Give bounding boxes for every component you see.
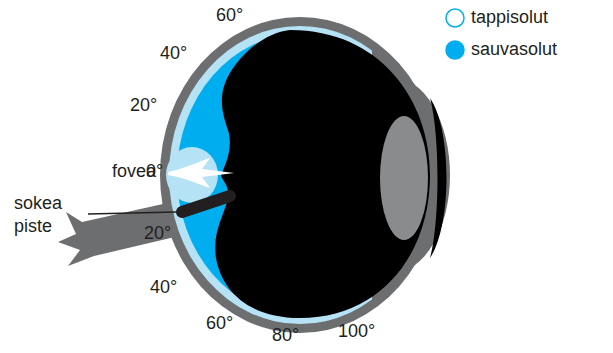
legend-swatch xyxy=(446,41,464,59)
cone-layer xyxy=(169,26,372,324)
legend-text: sauvasolut xyxy=(471,39,557,61)
angle-label: 60° xyxy=(216,4,243,27)
angle-label: 20° xyxy=(144,222,171,245)
angle-label: 20° xyxy=(130,94,157,117)
part-label: sokea piste xyxy=(14,192,78,239)
angle-label: 0° xyxy=(146,160,163,183)
legend-text: tappisolut xyxy=(471,7,548,29)
anterior-chamber xyxy=(430,98,447,258)
legend-swatch xyxy=(446,9,464,27)
angle-label: 100° xyxy=(338,320,375,343)
leader-line xyxy=(88,212,176,214)
angle-label: 40° xyxy=(160,42,187,65)
vitreous xyxy=(215,30,430,318)
blind-spot xyxy=(182,196,230,212)
fovea-pit xyxy=(168,158,234,188)
angle-label: 60° xyxy=(206,312,233,335)
angle-label: 80° xyxy=(272,324,299,347)
sclera xyxy=(160,17,440,333)
angle-label: 40° xyxy=(150,276,177,299)
lens xyxy=(380,116,428,240)
